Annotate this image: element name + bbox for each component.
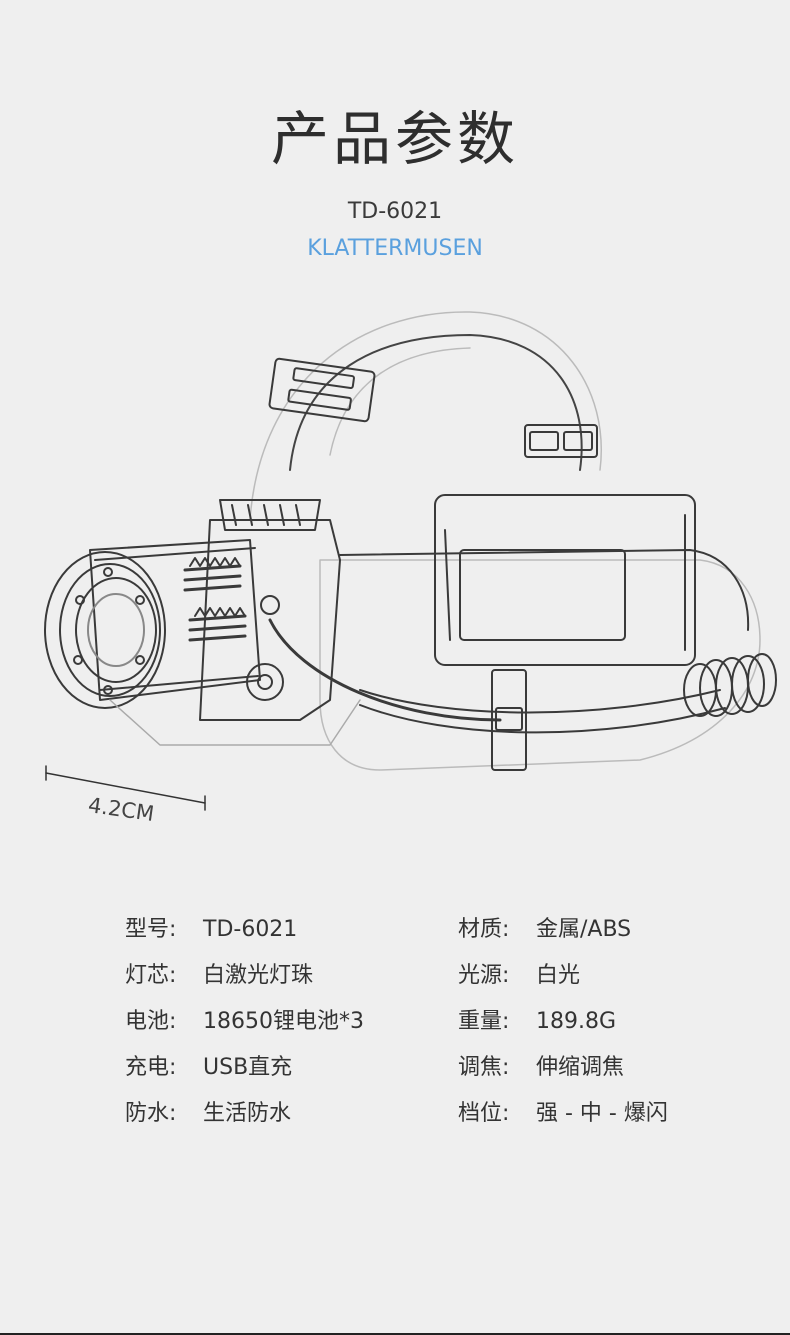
spec-charging: 充电: USB直充 bbox=[125, 1049, 292, 1081]
spec-value: 白激光灯珠 bbox=[203, 963, 314, 988]
spec-model: 型号: TD-6021 bbox=[125, 911, 297, 943]
spec-modes: 档位: 强 - 中 - 爆闪 bbox=[458, 1095, 668, 1127]
brand-name: KLATTERMUSEN bbox=[307, 236, 483, 261]
lamp-lens bbox=[75, 577, 157, 683]
strap-buckle-right bbox=[524, 424, 598, 458]
spec-waterproof: 防水: 生活防水 bbox=[125, 1095, 291, 1127]
spec-value: 生活防水 bbox=[203, 1101, 292, 1126]
spec-led: 灯芯: 白激光灯珠 bbox=[125, 957, 313, 989]
spec-battery: 电池: 18650锂电池*3 bbox=[125, 1003, 364, 1035]
spec-key: 档位: bbox=[458, 1101, 510, 1126]
spec-weight: 重量: 189.8G bbox=[458, 1003, 616, 1035]
spec-key: 电池: bbox=[125, 1009, 177, 1034]
top-strap bbox=[249, 311, 602, 521]
battery-box bbox=[434, 494, 696, 666]
spec-key: 防水: bbox=[125, 1101, 177, 1126]
spec-value: 强 - 中 - 爆闪 bbox=[536, 1101, 668, 1126]
spec-key: 光源: bbox=[458, 963, 510, 988]
spec-key: 灯芯: bbox=[125, 963, 177, 988]
spec-material: 材质: 金属/ABS bbox=[458, 911, 631, 943]
headlamp-illustration bbox=[44, 311, 777, 811]
lamp-body bbox=[89, 539, 261, 701]
spec-value: 白光 bbox=[536, 963, 581, 988]
spec-key: 材质: bbox=[458, 917, 510, 942]
power-knob bbox=[246, 663, 284, 701]
spec-value: TD-6021 bbox=[203, 917, 298, 942]
spec-light-source: 光源: 白光 bbox=[458, 957, 580, 989]
spec-value: USB直充 bbox=[203, 1055, 293, 1080]
strap-buckle bbox=[268, 357, 376, 423]
coiled-cable bbox=[683, 653, 777, 717]
spec-key: 重量: bbox=[458, 1009, 510, 1034]
spec-focus: 调焦: 伸缩调焦 bbox=[458, 1049, 624, 1081]
spec-value: 伸缩调焦 bbox=[536, 1055, 625, 1080]
side-band bbox=[319, 559, 761, 771]
spec-value: 金属/ABS bbox=[536, 917, 632, 942]
spec-key: 调焦: bbox=[458, 1055, 510, 1080]
bottom-divider bbox=[0, 1333, 790, 1335]
top-strap-inner bbox=[289, 334, 583, 471]
lamp-lens-outer bbox=[44, 551, 166, 709]
model-number: TD-6021 bbox=[347, 199, 443, 224]
page-title: 产品参数 bbox=[270, 105, 519, 173]
dimension-line bbox=[45, 772, 206, 804]
spec-key: 充电: bbox=[125, 1055, 177, 1080]
spec-value: 18650锂电池*3 bbox=[203, 1009, 364, 1034]
lamp-mount bbox=[199, 519, 341, 721]
spec-value: 189.8G bbox=[536, 1009, 617, 1034]
spec-key: 型号: bbox=[125, 917, 177, 942]
